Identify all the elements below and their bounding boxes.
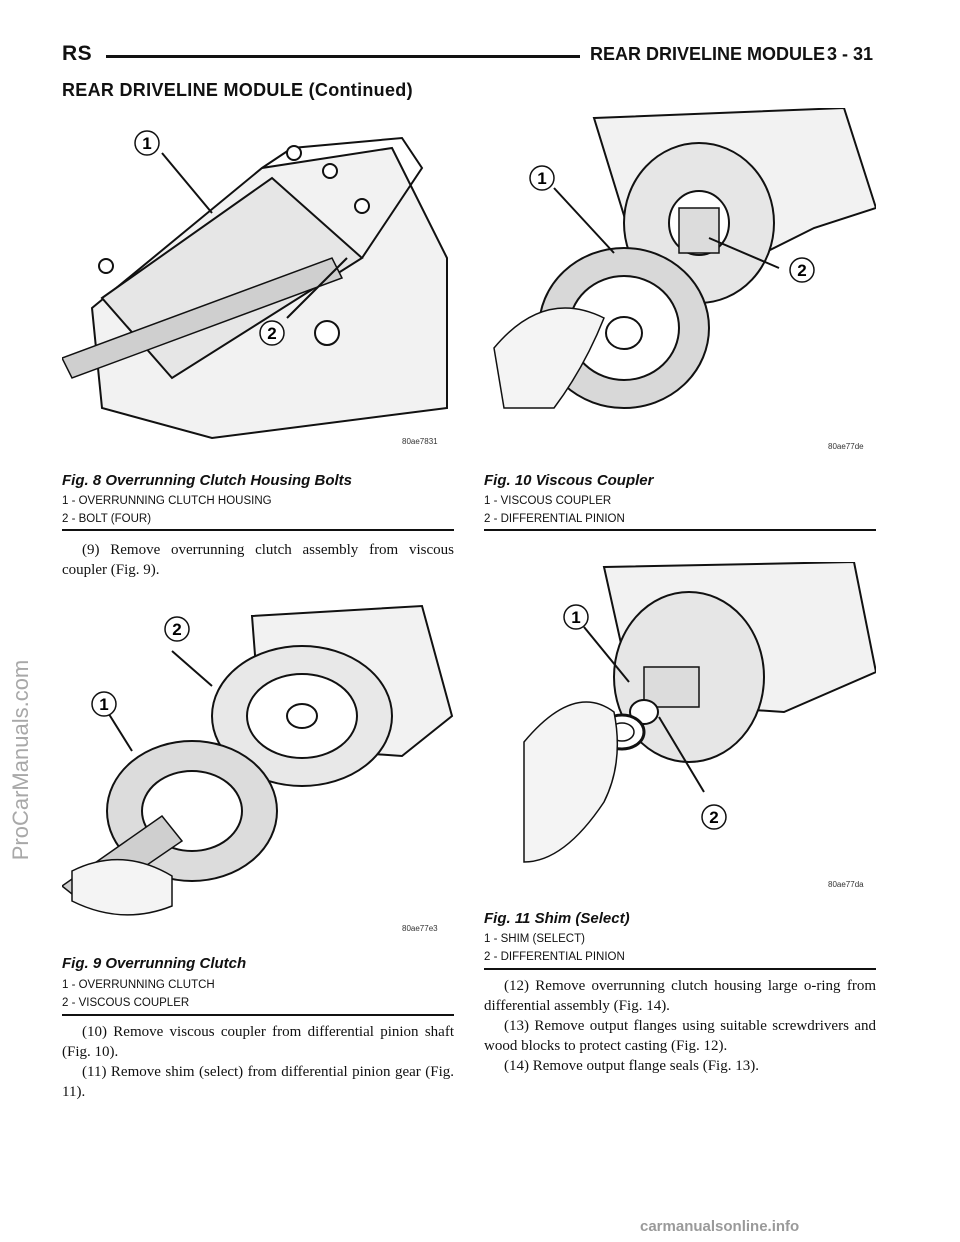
figure-8-illustration: 1 2 (62, 108, 454, 458)
figure-10-rule (484, 529, 876, 531)
figure-9-legend: 1 - OVERRUNNING CLUTCH 2 - VISCOUS COUPL… (62, 976, 215, 1012)
side-watermark-text: ProCarManuals.com (8, 659, 33, 861)
legend-item: 2 - DIFFERENTIAL PINION (484, 513, 625, 525)
footer-watermark: carmanualsonline.info (640, 1218, 800, 1235)
header-rule (106, 55, 580, 58)
legend-item: 1 - OVERRUNNING CLUTCH (62, 979, 215, 991)
figure-8-code: 80ae7831 (402, 437, 438, 446)
figure-8-legend: 1 - OVERRUNNING CLUTCH HOUSING 2 - BOLT … (62, 492, 272, 528)
legend-item: 2 - BOLT (FOUR) (62, 513, 152, 525)
step-10-text: (10) Remove viscous coupler from differe… (62, 1024, 454, 1060)
step-11-text: (11) Remove shim (select) from different… (62, 1064, 454, 1100)
figure-9-rule (62, 1014, 454, 1016)
figure-8-title: Fig. 8 Overrunning Clutch Housing Bolts (62, 472, 353, 489)
figure-10-legend: 1 - VISCOUS COUPLER 2 - DIFFERENTIAL PIN… (484, 492, 625, 528)
continued-title: REAR DRIVELINE MODULE (Continued) (62, 80, 413, 100)
callout-2: 2 (797, 261, 806, 280)
step-13-text: (13) Remove output flanges using suitabl… (484, 1018, 876, 1054)
figure-8-rule (62, 529, 454, 531)
figure-10-illustration: 1 2 (484, 108, 876, 443)
steps-12-14-paragraphs: (12) Remove overrunning clutch housing l… (484, 976, 876, 1076)
figure-11-code: 80ae77da (828, 880, 864, 889)
page-number: 3 - 31 (827, 44, 874, 64)
figure-9-code: 80ae77e3 (402, 924, 438, 933)
section-code: RS (62, 42, 93, 65)
callout-1: 1 (571, 608, 580, 627)
figure-11-title: Fig. 11 Shim (Select) (484, 910, 630, 927)
figure-9-title: Fig. 9 Overrunning Clutch (62, 955, 247, 972)
step-12-text: (12) Remove overrunning clutch housing l… (484, 978, 876, 1014)
callout-1: 1 (142, 134, 151, 153)
figure-10-code: 80ae77de (828, 442, 864, 451)
figure-11-illustration: 1 2 (484, 562, 876, 880)
side-watermark: ProCarManuals.com (4, 510, 38, 1010)
steps-10-11-paragraphs: (10) Remove viscous coupler from differe… (62, 1022, 454, 1102)
callout-2: 2 (267, 324, 276, 343)
module-title: REAR DRIVELINE MODULE (590, 44, 826, 64)
step-9-text: (9) Remove overrunning clutch assembly f… (62, 542, 454, 578)
step-14-text: (14) Remove output flange seals (Fig. 13… (504, 1058, 759, 1074)
callout-2: 2 (709, 808, 718, 827)
callout-2: 2 (172, 620, 181, 639)
figure-11-rule (484, 968, 876, 970)
legend-item: 2 - VISCOUS COUPLER (62, 997, 190, 1009)
legend-item: 1 - SHIM (SELECT) (484, 933, 585, 945)
legend-item: 2 - DIFFERENTIAL PINION (484, 951, 625, 963)
step-9-paragraph: (9) Remove overrunning clutch assembly f… (62, 540, 454, 580)
figure-10-title: Fig. 10 Viscous Coupler (484, 472, 654, 489)
figure-11-legend: 1 - SHIM (SELECT) 2 - DIFFERENTIAL PINIO… (484, 930, 625, 966)
legend-item: 1 - VISCOUS COUPLER (484, 495, 612, 507)
callout-1: 1 (537, 169, 546, 188)
legend-item: 1 - OVERRUNNING CLUTCH HOUSING (62, 495, 272, 507)
figure-9-illustration: 2 1 (62, 596, 454, 941)
callout-1: 1 (99, 695, 108, 714)
